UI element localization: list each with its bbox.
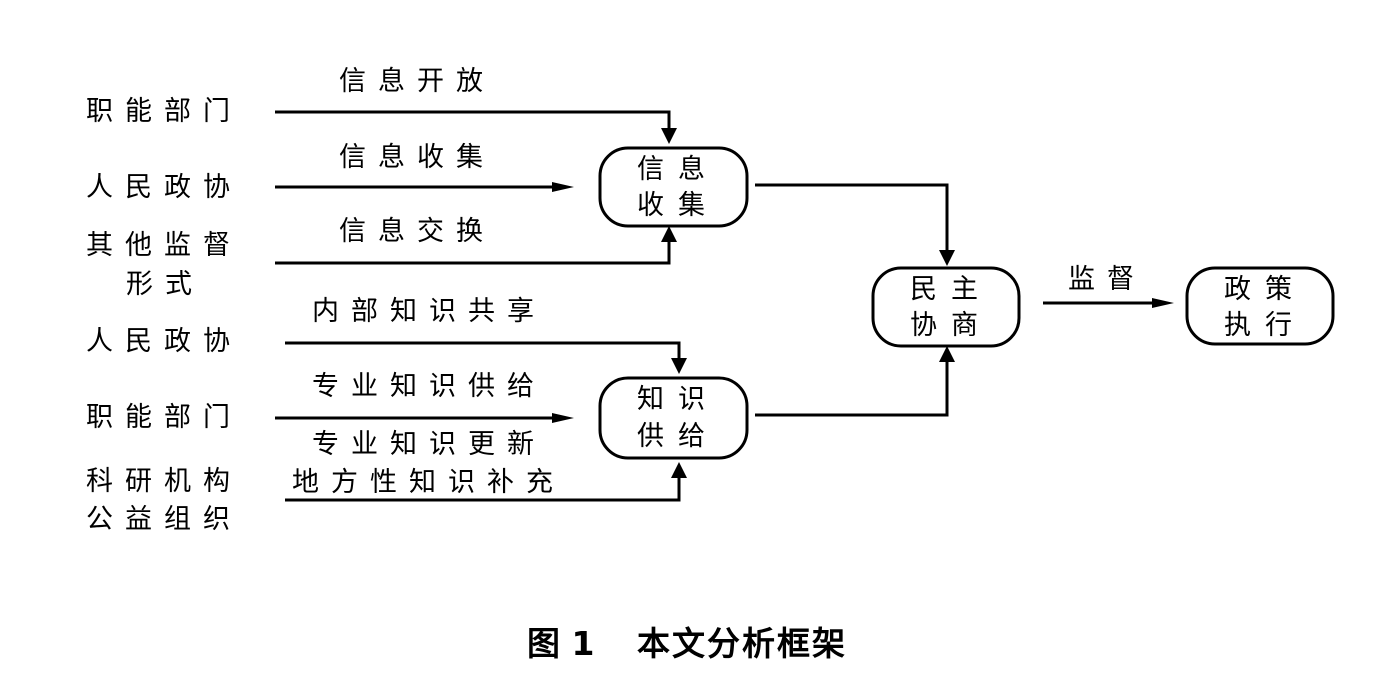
node-knowledge-line2: 供给 (637, 421, 719, 452)
arrowhead-internal-share (671, 358, 687, 374)
edge-local-knowledge (285, 474, 681, 502)
arrowhead-info-collect (552, 182, 574, 192)
arrowhead-local-knowledge (671, 462, 687, 478)
source-other-supervision: 其他监督 (86, 230, 242, 261)
edge-label-info-collect: 信息收集 (339, 142, 495, 173)
source-other-supervision-line2: 形式 (126, 269, 204, 300)
figure-number: 图 1 (527, 624, 595, 663)
edge-info-to-democracy (755, 183, 949, 254)
edge-info-open (275, 110, 671, 132)
node-knowledge-line1: 知识 (637, 384, 719, 415)
source-functional-dept-2: 职能部门 (86, 402, 242, 433)
node-info-line2: 收集 (637, 190, 719, 221)
arrowhead-supervise (1152, 298, 1174, 308)
edge-label-expert-update: 专业知识更新 (312, 429, 546, 460)
node-democracy-line1: 民主 (910, 274, 992, 305)
arrowhead-info-to-democracy (939, 250, 955, 266)
arrowhead-knowledge-to-democracy (939, 346, 955, 362)
node-policy-line2: 执行 (1224, 310, 1306, 341)
edge-label-local-knowledge: 地方性知识补充 (292, 467, 565, 498)
node-policy-line1: 政策 (1224, 274, 1306, 305)
edge-label-supervise: 监督 (1068, 264, 1146, 295)
source-cppcc-1: 人民政协 (86, 172, 242, 203)
node-democracy-line2: 协商 (910, 310, 992, 341)
edge-info-exchange (275, 238, 671, 265)
node-info-box (598, 146, 749, 228)
node-info-line1: 信息 (637, 154, 719, 185)
source-functional-dept-1: 职能部门 (86, 96, 242, 127)
node-knowledge-box (598, 376, 749, 460)
edge-internal-share (285, 341, 681, 362)
edge-knowledge-to-democracy (755, 358, 949, 417)
source-cppcc-2: 人民政协 (86, 326, 242, 357)
source-research-institutions-line2: 公益组织 (86, 504, 242, 535)
edge-label-internal-share: 内部知识共享 (312, 296, 546, 327)
arrowhead-expert-supply (552, 413, 574, 423)
arrowhead-info-exchange (661, 226, 677, 242)
arrowhead-info-open (661, 128, 677, 144)
source-research-institutions: 科研机构 (86, 466, 242, 497)
node-policy-box (1185, 266, 1335, 346)
edge-label-expert-supply: 专业知识供给 (312, 371, 546, 402)
edge-label-info-exchange: 信息交换 (339, 216, 495, 247)
figure-title: 本文分析框架 (637, 624, 847, 663)
node-democracy-box (871, 266, 1021, 348)
edge-label-info-open: 信息开放 (339, 66, 495, 97)
